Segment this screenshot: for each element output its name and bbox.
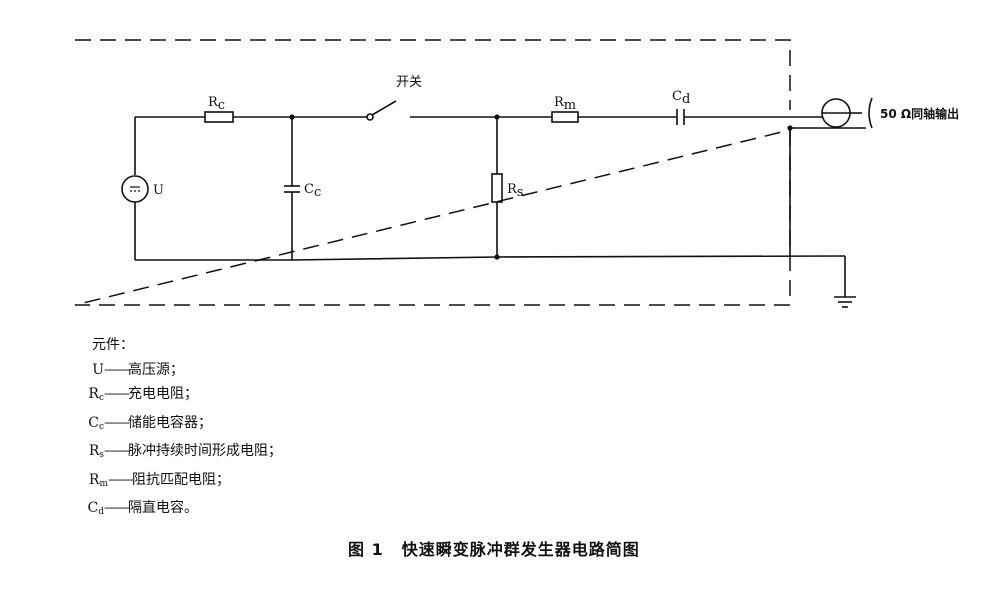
- component-legend: 元件： U——高压源；Rc——充电电阻；Cc——储能电容器；Rs——脉冲持续时间…: [80, 333, 282, 525]
- legend-item: Rc——充电电阻；: [80, 382, 282, 411]
- legend-symbol: U: [80, 358, 104, 383]
- legend-item: Cc——储能电容器；: [80, 411, 282, 440]
- circuit-diagram: 开关 Rc Cc Rs Rm Cd U 50 Ω同轴输出: [74, 39, 959, 308]
- legend-symbol-main: U: [92, 361, 104, 378]
- legend-symbol-sub: d: [98, 507, 104, 517]
- legend-description: 储能电容器；: [128, 414, 212, 431]
- figure-number: 图 1: [348, 540, 384, 559]
- legend-symbol-main: R: [88, 443, 100, 459]
- resistor-rc: [204, 111, 234, 123]
- legend-item: Rm——阻抗匹配电阻；: [80, 468, 282, 497]
- legend-symbol-sub: c: [98, 421, 104, 432]
- rc-label: Rc: [208, 95, 225, 113]
- legend-title: 元件：: [92, 337, 134, 353]
- coax-output-bracket: [868, 97, 873, 129]
- legend-item: Rs——脉冲持续时间形成电阻；: [80, 439, 282, 468]
- legend-symbol-main: R: [88, 471, 100, 488]
- legend-symbol: Rs: [80, 439, 104, 468]
- source-label: U: [153, 183, 164, 198]
- switch-contact: [366, 113, 374, 121]
- legend-dash: ——: [104, 414, 130, 431]
- resistor-rs: [491, 173, 503, 203]
- switch-blade: [371, 100, 397, 116]
- legend-item: U——高压源；: [80, 358, 282, 383]
- rs-label: Rs: [507, 182, 523, 200]
- rm-label: Rm: [554, 95, 576, 113]
- figure-caption: 图 1 快速瞬变脉冲群发生器电路简图: [348, 536, 640, 560]
- cd-label: Cd: [672, 89, 690, 107]
- legend-symbol: Rc: [80, 382, 104, 411]
- legend-description: 高压源；: [128, 361, 184, 378]
- legend-item: Cd——隔直电容。: [80, 496, 282, 525]
- resistor-rm: [551, 111, 579, 123]
- legend-rows: U——高压源；Rc——充电电阻；Cc——储能电容器；Rs——脉冲持续时间形成电阻…: [80, 358, 282, 525]
- legend-description: 隔直电容。: [128, 500, 198, 516]
- legend-description: 脉冲持续时间形成电阻；: [128, 443, 282, 459]
- legend-symbol-sub: c: [98, 393, 104, 403]
- legend-symbol-main: C: [88, 414, 99, 431]
- legend-symbol-sub: s: [99, 450, 104, 460]
- legend-symbol-sub: m: [99, 478, 108, 489]
- legend-symbol-main: C: [87, 500, 99, 516]
- figure-title: 快速瞬变脉冲群发生器电路简图: [401, 540, 640, 559]
- legend-dash: ——: [104, 361, 130, 378]
- legend-symbol: Cc: [80, 411, 104, 440]
- legend-symbol: Rm: [80, 468, 108, 497]
- legend-dash: ——: [104, 443, 130, 459]
- junction-rs-bottom: [494, 254, 500, 260]
- voltage-source-icon: [121, 175, 149, 203]
- legend-dash: ——: [108, 471, 134, 488]
- legend-dash: ——: [104, 500, 130, 516]
- legend-description: 充电电阻；: [128, 386, 198, 402]
- wire-bottom-return: [135, 255, 846, 261]
- legend-description: 阻抗匹配电阻；: [132, 471, 230, 488]
- legend-dash: ——: [104, 386, 130, 402]
- cc-label: Cc: [304, 182, 321, 200]
- output-label: 50 Ω同轴输出: [880, 106, 959, 121]
- dashed-enclosure: [74, 39, 791, 306]
- switch-label: 开关: [396, 75, 422, 90]
- legend-symbol-main: R: [88, 386, 99, 402]
- legend-symbol: Cd: [80, 496, 104, 525]
